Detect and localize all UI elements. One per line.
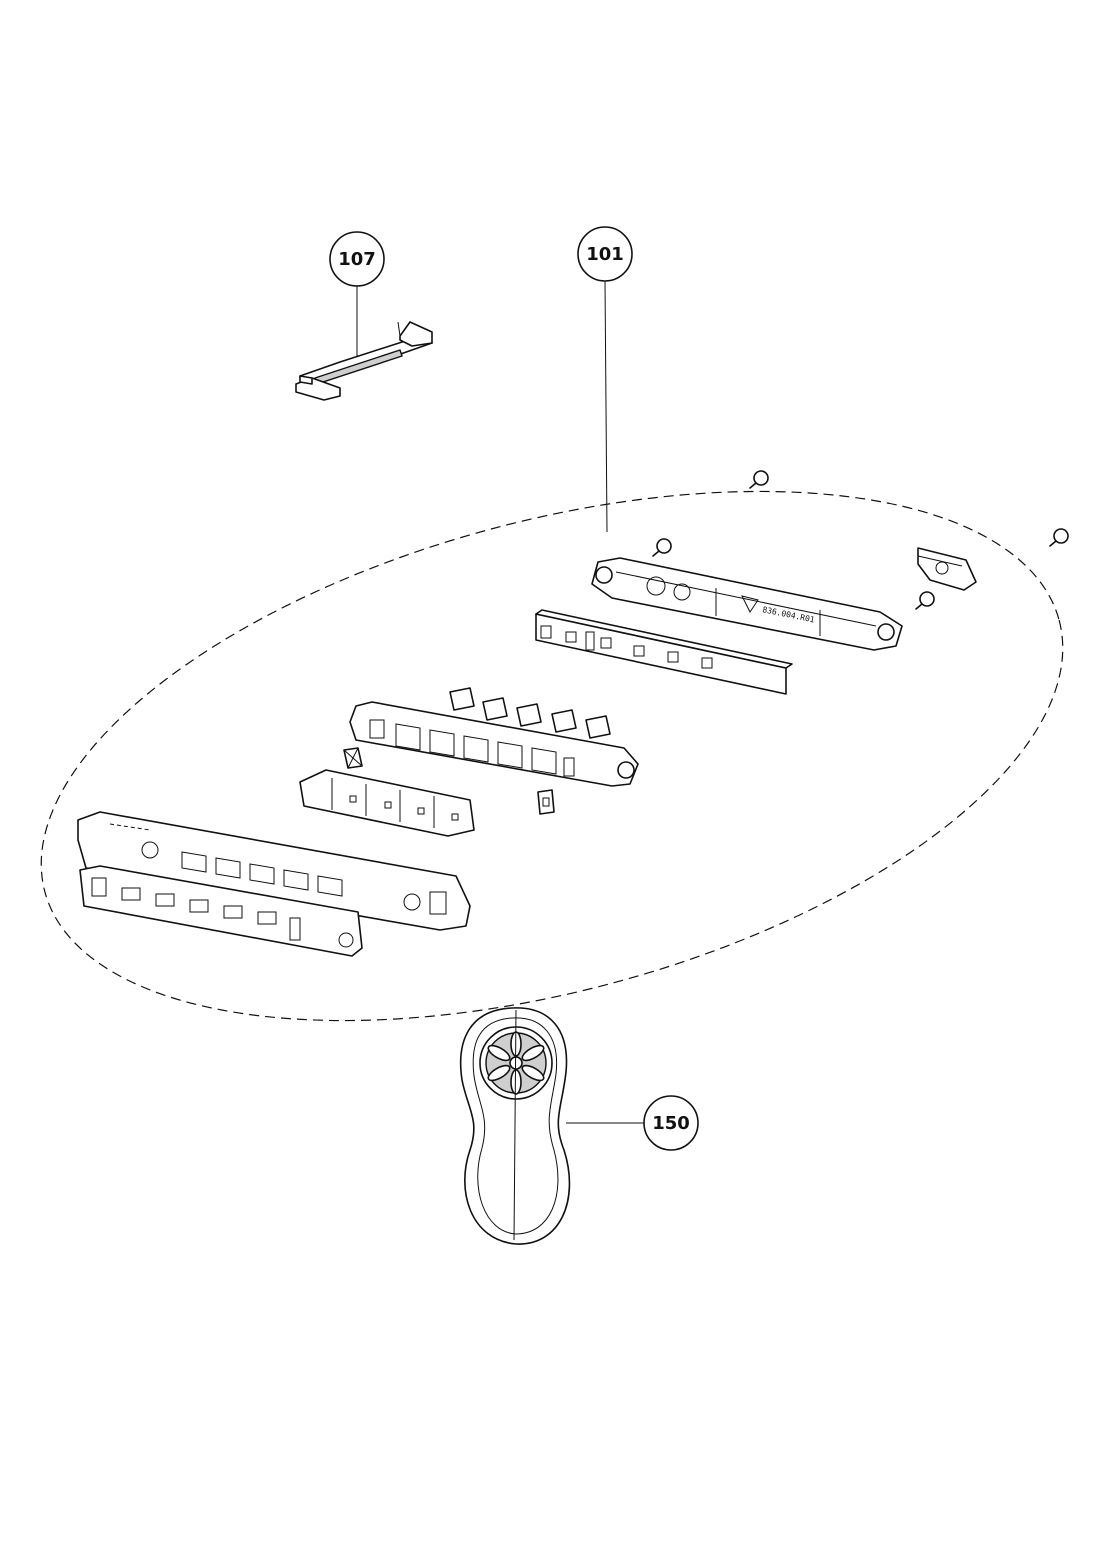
callout-101-label: 101 [586,244,624,265]
assembly-101-boundary [40,490,1064,1022]
screw-1 [749,470,769,489]
callout-150-circle [643,1095,699,1151]
callout-107-label: 107 [338,249,376,270]
screw-2 [1049,528,1069,547]
callout-101-leader [604,280,608,533]
callout-150: 150 [566,1095,699,1151]
pcb-board [535,609,793,695]
front-frame-upper [77,811,471,931]
button-caps-row [449,687,611,739]
screw-3 [652,538,672,557]
callout-150-label: 150 [652,1113,690,1134]
remote-control [459,1007,571,1245]
callout-101: 101 [577,226,633,533]
part-107-bracket [295,321,433,401]
clip-bracket [917,547,977,591]
callout-107: 107 [329,231,385,360]
screw-4 [915,591,935,610]
key-panel-frame [349,701,639,787]
front-frame-lower [79,865,363,957]
rear-housing: 836.004.R01 [591,557,903,651]
push-button-block [299,769,475,837]
small-square-cap [343,747,363,769]
small-led-lens [537,789,555,815]
